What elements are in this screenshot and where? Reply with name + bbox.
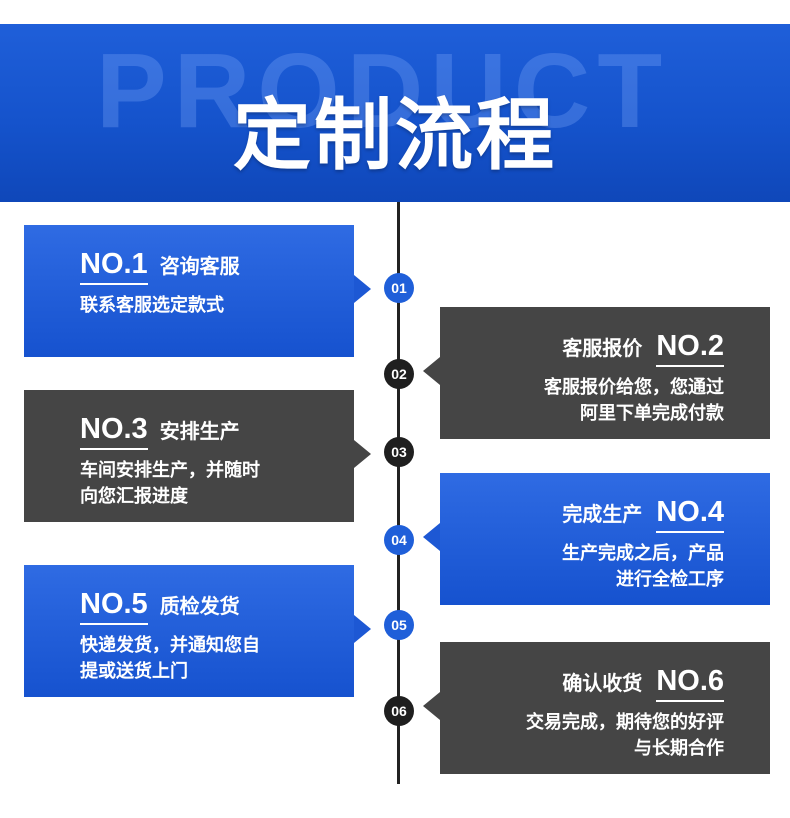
card-pointer <box>423 357 440 385</box>
step-title: 客服报价 <box>562 336 643 360</box>
step-heading: NO.1 咨询客服 <box>80 247 240 285</box>
step-marker-02: 02 <box>384 359 414 389</box>
step-title: 完成生产 <box>562 502 643 526</box>
step-title: 咨询客服 <box>159 254 240 278</box>
step-marker-06: 06 <box>384 696 414 726</box>
step-card-3: NO.3 安排生产 车间安排生产，并随时 向您汇报进度 <box>24 390 371 522</box>
step-description: 客服报价给您，您通过 阿里下单完成付款 <box>544 377 724 424</box>
step-description: 联系客服选定款式 <box>80 295 224 316</box>
step-number: NO.2 <box>656 329 724 367</box>
step-number: NO.6 <box>656 664 724 702</box>
step-title: 确认收货 <box>562 671 643 695</box>
header-watermark-text: PRODUCT <box>96 32 670 150</box>
step-number: NO.5 <box>80 587 148 625</box>
step-description: 交易完成，期待您的好评 与长期合作 <box>526 712 724 759</box>
step-marker-04: 04 <box>384 525 414 555</box>
step-description: 快递发货，并通知您自 提或送货上门 <box>80 635 260 682</box>
step-heading: NO.5 质检发货 <box>80 587 240 625</box>
card-pointer <box>354 275 371 303</box>
step-card-2: 客服报价 NO.2 客服报价给您，您通过 阿里下单完成付款 <box>423 307 770 439</box>
header-banner: PRODUCT 定制流程 <box>0 24 790 202</box>
step-marker-03: 03 <box>384 437 414 467</box>
step-number: NO.4 <box>656 495 724 533</box>
step-heading: NO.3 安排生产 <box>80 412 240 450</box>
step-heading: 客服报价 NO.2 <box>562 329 724 367</box>
step-card-4: 完成生产 NO.4 生产完成之后，产品 进行全检工序 <box>423 473 770 605</box>
page-title: 定制流程 <box>232 91 557 181</box>
step-card-5: NO.5 质检发货 快递发货，并通知您自 提或送货上门 <box>24 565 371 697</box>
step-heading: 完成生产 NO.4 <box>562 495 724 533</box>
step-heading: 确认收货 NO.6 <box>562 664 724 702</box>
card-pointer <box>423 692 440 720</box>
step-number: NO.1 <box>80 247 148 285</box>
card-pointer <box>354 440 371 468</box>
card-pointer <box>354 615 371 643</box>
card-pointer <box>423 523 440 551</box>
timeline-line <box>397 202 400 784</box>
step-card-6: 确认收货 NO.6 交易完成，期待您的好评 与长期合作 <box>423 642 770 774</box>
step-description: 车间安排生产，并随时 向您汇报进度 <box>80 460 260 507</box>
step-title: 安排生产 <box>159 419 240 443</box>
step-number: NO.3 <box>80 412 148 450</box>
step-title: 质检发货 <box>159 594 240 618</box>
step-description: 生产完成之后，产品 进行全检工序 <box>562 543 724 590</box>
step-marker-01: 01 <box>384 273 414 303</box>
step-marker-05: 05 <box>384 610 414 640</box>
step-card-1: NO.1 咨询客服 联系客服选定款式 <box>24 225 371 357</box>
